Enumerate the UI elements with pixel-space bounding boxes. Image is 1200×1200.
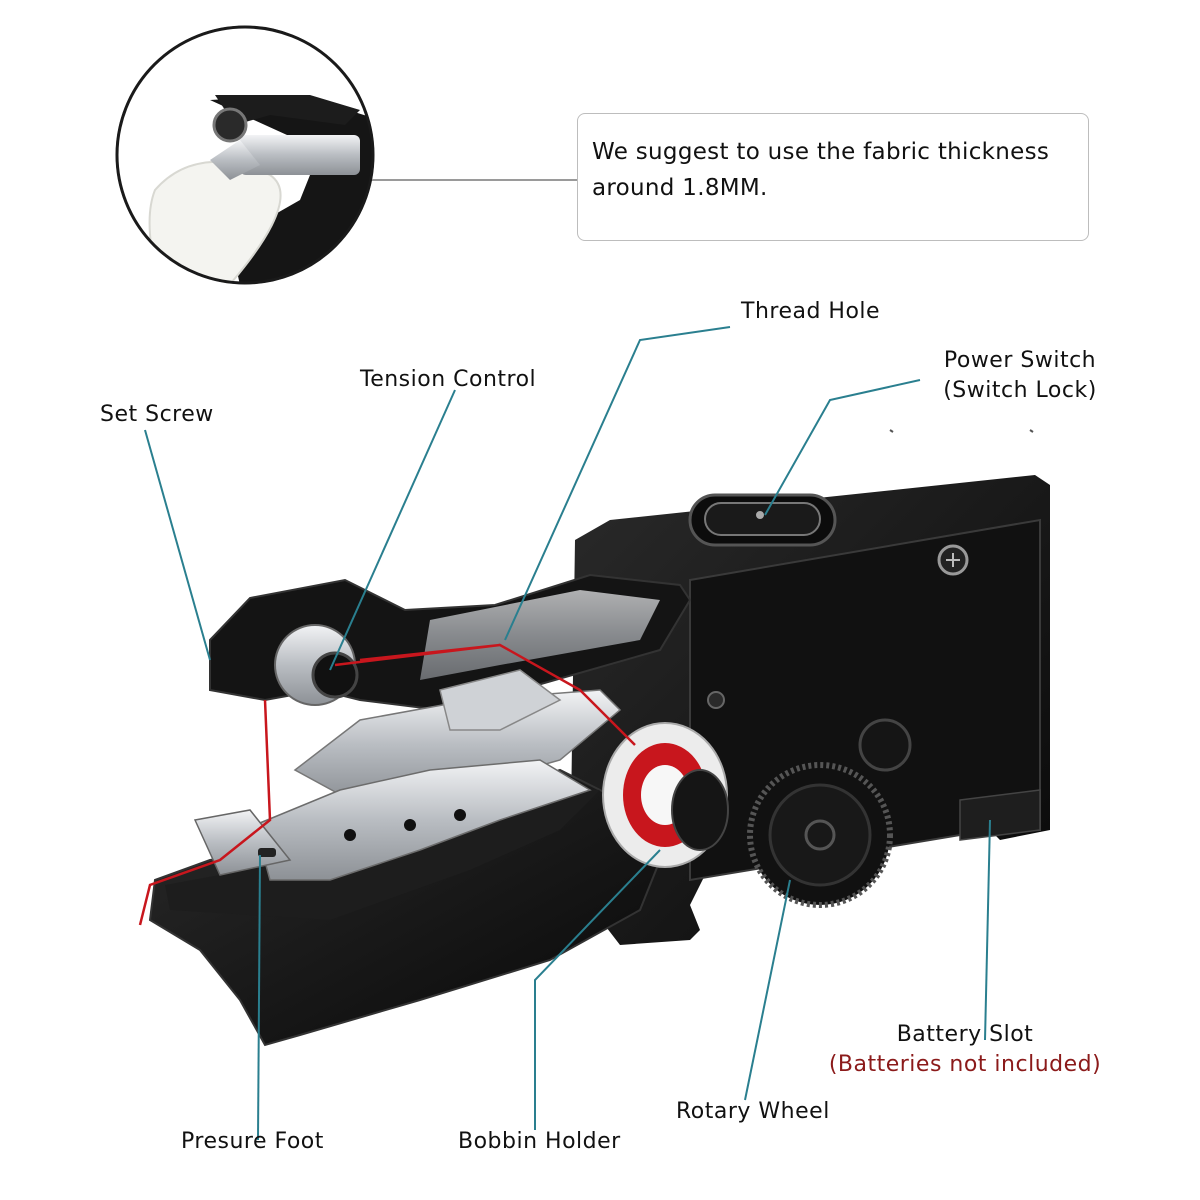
note-line-1: We suggest to use the fabric thickness (592, 139, 1050, 165)
leader-tension-control (329, 389, 456, 671)
label-power-switch: Power Switch (Switch Lock) (925, 346, 1115, 406)
label-tension-control: Tension Control (360, 367, 537, 392)
label-battery-slot-line1: Battery Slot (896, 1022, 1034, 1047)
leader-thread-hole (504, 326, 731, 641)
leader-rotary-wheel (744, 879, 791, 1101)
label-bobbin-holder: Bobbin Holder (458, 1129, 621, 1154)
label-thread-hole: Thread Hole (741, 299, 881, 324)
label-battery-note: (Batteries not included) (828, 1052, 1102, 1077)
leader-presure-foot (257, 854, 261, 1141)
fabric-thickness-note: We suggest to use the fabric thickness a… (577, 113, 1089, 241)
leader-set-screw (144, 429, 211, 661)
bobbin (602, 722, 729, 868)
inset-ring (115, 25, 375, 285)
thread (138, 643, 636, 926)
note-line-2: around 1.8MM. (592, 175, 768, 201)
label-battery-slot: Battery Slot (Batteries not included) (815, 1020, 1115, 1080)
leader-battery-slot (984, 819, 991, 1041)
sewing-machine (138, 475, 1050, 1047)
inset-magnifier (115, 25, 577, 285)
label-set-screw: Set Screw (100, 402, 214, 427)
leader-bobbin-holder (534, 849, 661, 1130)
tick-marks (889, 429, 1034, 433)
leader-lines (144, 326, 991, 1141)
label-presure-foot: Presure Foot (181, 1129, 324, 1154)
leader-power-switch (764, 379, 921, 516)
label-power-switch-line1: Power Switch (943, 348, 1097, 373)
label-power-switch-line2: (Switch Lock) (943, 378, 1097, 403)
label-rotary-wheel: Rotary Wheel (676, 1099, 830, 1124)
